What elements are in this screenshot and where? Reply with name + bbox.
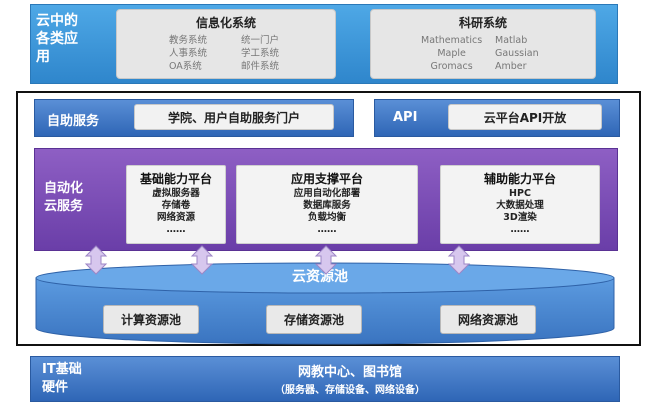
platform-items: 应用自动化部署 数据库服务 负载均衡 …… bbox=[237, 188, 417, 236]
platform-item: 负载均衡 bbox=[307, 212, 346, 223]
research-system-item: Gaussian bbox=[495, 48, 539, 59]
resource-pool-title: 云资源池 bbox=[292, 269, 348, 285]
platform-item: 存储卷 bbox=[161, 200, 191, 211]
platform-title: 基础能力平台 bbox=[139, 172, 212, 186]
info-system-item: OA系统 bbox=[169, 61, 202, 72]
auxiliary-capability-platform: 辅助能力平台 HPC 大数据处理 3D渲染 …… bbox=[440, 165, 600, 244]
platform-items: 虚拟服务器 存储卷 网络资源 …… bbox=[127, 188, 225, 236]
platform-title: 辅助能力平台 bbox=[483, 172, 556, 186]
basic-capability-platform: 基础能力平台 虚拟服务器 存储卷 网络资源 …… bbox=[126, 165, 226, 244]
research-system-item: Maple bbox=[437, 48, 466, 59]
automated-cloud-services-title: 自动化 云服务 bbox=[44, 181, 84, 214]
info-system-item: 教务系统 bbox=[169, 35, 208, 46]
research-system-item: Amber bbox=[495, 61, 527, 72]
info-systems-list-right: 统一门户 学工系统 邮件系统 bbox=[241, 34, 279, 73]
platform-items: HPC 大数据处理 3D渲染 …… bbox=[441, 188, 599, 236]
platform-item: HPC bbox=[509, 188, 531, 199]
info-system-item: 统一门户 bbox=[241, 35, 280, 46]
info-system-item: 邮件系统 bbox=[241, 61, 280, 72]
platform-item: 3D渲染 bbox=[503, 212, 537, 223]
info-systems-title: 信息化系统 bbox=[195, 16, 256, 30]
info-system-item: 人事系统 bbox=[169, 48, 208, 59]
compute-pool-box: 计算资源池 bbox=[103, 305, 199, 334]
platform-item: 应用自动化部署 bbox=[293, 188, 361, 199]
info-systems-box: 信息化系统 教务系统 人事系统 OA系统 统一门户 学工系统 邮件系统 bbox=[116, 9, 336, 79]
it-infrastructure-sub: （服务器、存储设备、网络设备） bbox=[275, 385, 425, 396]
it-infrastructure-band bbox=[30, 356, 620, 402]
platform-item: …… bbox=[510, 224, 530, 235]
platform-item: …… bbox=[317, 224, 337, 235]
api-label: API bbox=[393, 110, 418, 125]
research-system-item: Gromacs bbox=[430, 61, 473, 72]
network-pool-box: 网络资源池 bbox=[440, 305, 536, 334]
storage-pool-box: 存储资源池 bbox=[266, 305, 362, 334]
research-systems-box: 科研系统 Mathematics Maple Gromacs Matlab Ga… bbox=[370, 9, 596, 79]
platform-item: 数据库服务 bbox=[303, 200, 351, 211]
application-support-platform: 应用支撑平台 应用自动化部署 数据库服务 负载均衡 …… bbox=[236, 165, 418, 244]
platform-item: 网络资源 bbox=[156, 212, 195, 223]
research-systems-list-left: Mathematics Maple Gromacs bbox=[421, 34, 482, 73]
platform-item: …… bbox=[166, 224, 186, 235]
platform-item: 虚拟服务器 bbox=[152, 188, 200, 199]
research-system-item: Matlab bbox=[495, 35, 528, 46]
cloud-applications-title: 云中的 各类应 用 bbox=[36, 13, 78, 65]
it-infrastructure-main: 网教中心、图书馆 bbox=[297, 365, 402, 380]
research-systems-list-right: Matlab Gaussian Amber bbox=[495, 34, 539, 73]
info-system-item: 学工系统 bbox=[241, 48, 280, 59]
platform-title: 应用支撑平台 bbox=[290, 172, 363, 186]
research-systems-title: 科研系统 bbox=[458, 16, 507, 30]
self-service-label: 自助服务 bbox=[47, 114, 100, 129]
info-systems-list-left: 教务系统 人事系统 OA系统 bbox=[169, 34, 207, 73]
self-service-portal-box: 学院、用户自助服务门户 bbox=[134, 104, 334, 130]
it-infrastructure-title: IT基础 硬件 bbox=[42, 362, 82, 395]
research-system-item: Mathematics bbox=[421, 35, 483, 46]
cloud-platform-frame bbox=[16, 91, 641, 346]
api-open-box: 云平台API开放 bbox=[448, 104, 602, 130]
platform-item: 大数据处理 bbox=[496, 200, 544, 211]
